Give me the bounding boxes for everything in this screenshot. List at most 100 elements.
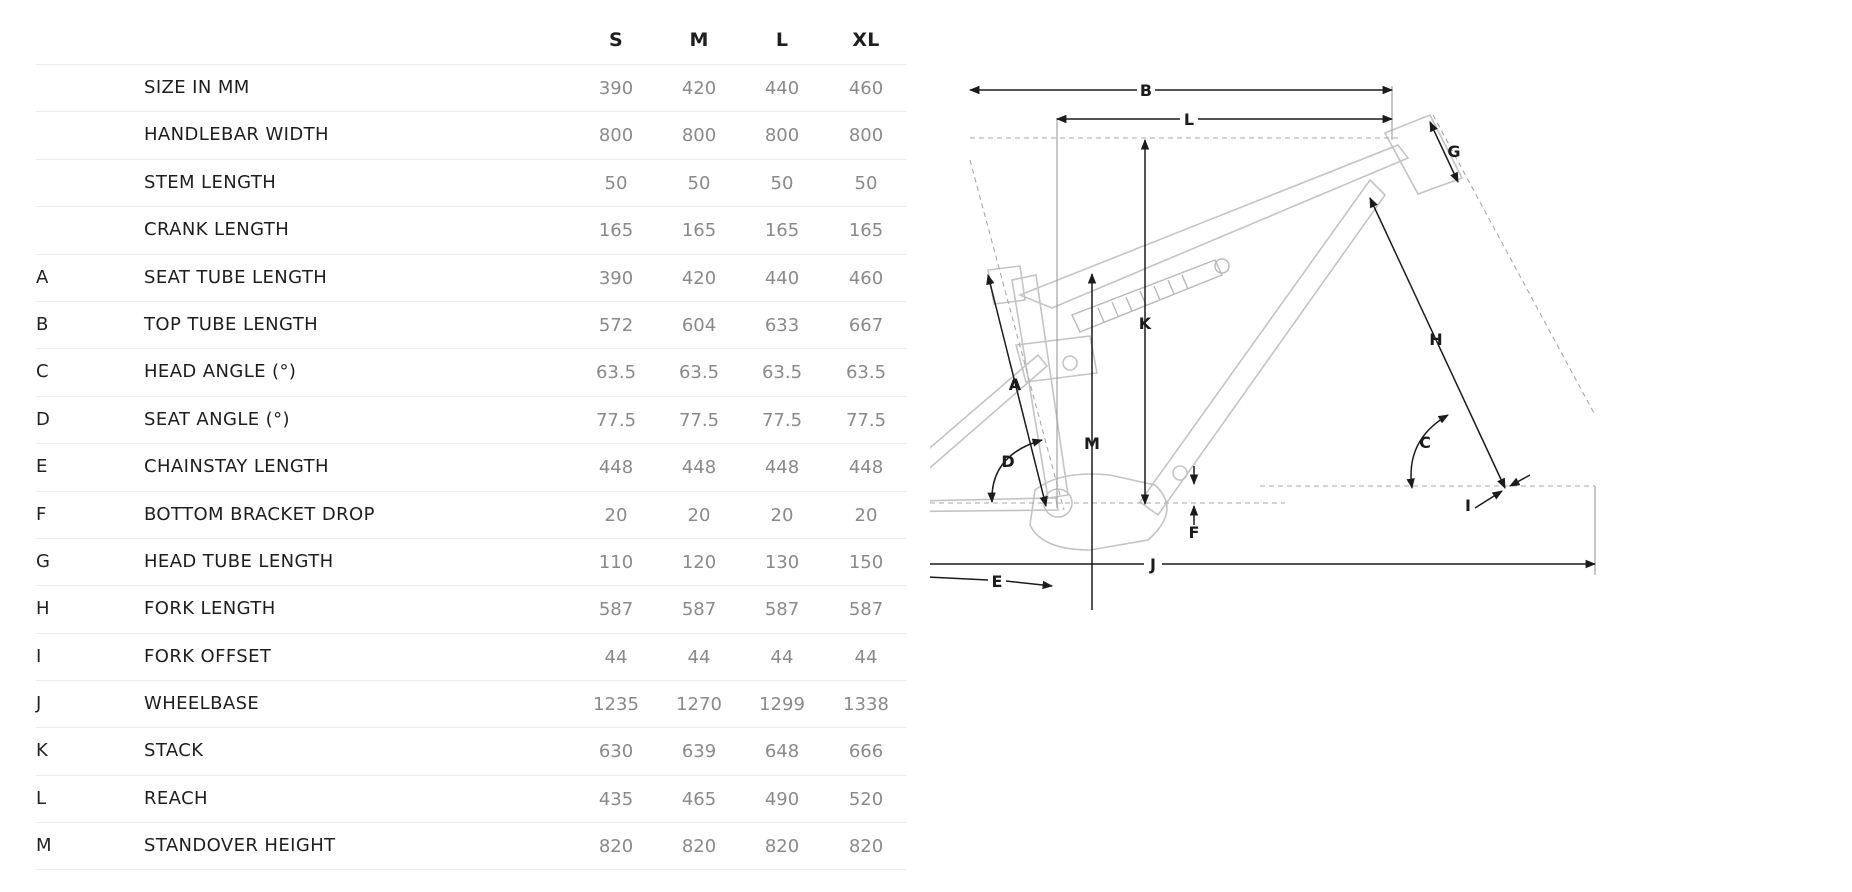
row-value-xl: 165 [848,220,884,242]
row-value-l: 50 [770,172,794,194]
row-label: REACH [144,787,208,809]
row-value-xl: 460 [848,267,884,289]
motor-housing [1029,473,1168,551]
row-value-s: 110 [598,551,634,573]
row-letter: E [36,456,48,478]
row-value-m: 639 [681,741,717,763]
row-value-s: 390 [598,267,634,289]
row-label: HEAD TUBE LENGTH [144,550,334,572]
row-label: BOTTOM BRACKET DROP [144,503,375,525]
row-value-s: 800 [598,125,634,147]
row-value-xl: 1338 [843,694,889,716]
row-value-m: 448 [681,457,717,479]
pivot-lower [1172,465,1188,481]
dim-g [1429,121,1459,183]
row-label: CRANK LENGTH [144,219,290,241]
down-tube [1138,178,1387,517]
row-letter: H [36,598,50,620]
row-value-m: 820 [681,836,717,858]
seat-stay [930,353,1049,469]
chain-stay [930,497,1059,513]
dim-i-low [1474,490,1503,509]
row-value-xl: 666 [848,741,884,763]
row-value-m: 44 [687,646,711,668]
dim-e-left [930,576,989,581]
row-value-l: 800 [764,125,800,147]
row-value-xl: 587 [848,599,884,621]
row-value-l: 648 [764,741,800,763]
row-label: SEAT TUBE LENGTH [144,266,328,288]
row-value-m: 20 [687,504,711,526]
row-label: HEAD ANGLE (°) [144,361,297,383]
row-value-xl: 63.5 [845,362,887,384]
row-letter: D [36,408,50,430]
row-value-l: 1299 [759,694,805,716]
bike-frame-outline [930,113,1464,551]
dim-i-high [1509,474,1531,487]
row-value-l: 77.5 [761,409,803,431]
row-value-s: 448 [598,457,634,479]
row-value-l: 490 [764,788,800,810]
row-value-m: 1270 [676,694,722,716]
dimension-labels: B L G K H A M C D I F J E [992,81,1471,591]
row-value-m: 587 [681,599,717,621]
row-value-l: 440 [764,78,800,99]
seat-tube-axis [969,159,1065,511]
row-value-xl: 50 [854,172,878,194]
row-value-l: 820 [764,836,800,858]
row-value-xl: 800 [848,125,884,147]
row-value-l: 44 [770,646,794,668]
dim-c [1406,414,1449,490]
row-value-m: 63.5 [678,362,720,384]
row-value-s: 20 [604,504,628,526]
size-header-s: S [609,29,623,51]
row-label: STACK [144,740,204,762]
row-value-s: 435 [598,788,634,810]
row-value-s: 630 [598,741,634,763]
row-value-l: 587 [764,599,800,621]
label-m: M [1084,434,1100,453]
row-letter: M [36,835,52,857]
row-value-xl: 44 [854,646,878,668]
row-letter: J [36,693,42,715]
row-label: SIZE IN MM [144,77,250,98]
row-label: FORK OFFSET [144,645,272,667]
row-value-xl: 667 [848,314,884,336]
row-value-m: 465 [681,788,717,810]
row-value-m: 800 [681,125,717,147]
row-value-s: 77.5 [595,409,637,431]
row-value-s: 572 [598,314,634,336]
size-header-m: M [689,29,709,51]
row-value-s: 165 [598,220,634,242]
row-label: HANDLEBAR WIDTH [144,124,329,146]
head-tube-axis [1432,114,1596,416]
label-f: F [1189,523,1200,542]
label-k: K [1139,314,1152,333]
row-value-l: 20 [770,504,794,526]
row-value-xl: 77.5 [845,409,887,431]
row-value-xl: 820 [848,836,884,858]
row-label: TOP TUBE LENGTH [144,313,319,335]
table-row: HANDLEBAR WIDTH 800 800 800 800 [36,111,906,158]
row-value-l: 440 [764,267,800,289]
pivot-upper [1062,355,1078,371]
row-letter: L [36,787,47,809]
row-label: FORK LENGTH [144,598,276,620]
label-i: I [1465,496,1471,515]
table-row: K STACK 630 639 648 666 [36,727,906,774]
row-value-l: 633 [764,314,800,336]
row-letter: K [36,740,48,762]
row-label: STANDOVER HEIGHT [144,835,336,857]
row-label: WHEELBASE [144,693,260,715]
row-letter: F [36,503,47,525]
row-value-xl: 520 [848,788,884,810]
top-tube [1017,144,1410,309]
